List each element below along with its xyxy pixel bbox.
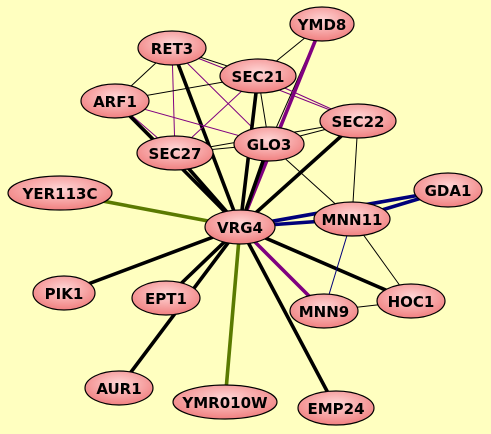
node-shape (204, 209, 276, 245)
node-label: MNN9 (299, 303, 349, 321)
node-label: PIK1 (45, 285, 84, 303)
node-shape (376, 283, 446, 319)
node-label: SEC21 (232, 68, 285, 86)
node-sec21[interactable]: SEC21 (219, 58, 297, 94)
node-shape (137, 30, 207, 66)
node-glo3[interactable]: GLO3 (233, 126, 305, 162)
node-shape (131, 280, 201, 316)
node-shape (297, 390, 375, 426)
node-emp24[interactable]: EMP24 (297, 390, 375, 426)
node-shape (413, 172, 483, 208)
edge-sec22-vrg4 (238, 119, 360, 229)
node-shape (289, 293, 359, 329)
node-shape (136, 135, 214, 171)
node-arf1[interactable]: ARF1 (80, 83, 150, 119)
node-label: YMR010W (181, 394, 268, 412)
node-label: RET3 (151, 40, 193, 58)
edge-vrg4-emp24 (238, 225, 338, 410)
node-hoc1[interactable]: HOC1 (376, 283, 446, 319)
node-shape (32, 275, 96, 311)
node-mnn11[interactable]: MNN11 (313, 201, 391, 237)
node-label: YMD8 (297, 16, 347, 34)
node-shape (7, 175, 113, 211)
node-ept1[interactable]: EPT1 (131, 280, 201, 316)
node-shape (289, 6, 355, 42)
node-mnn9[interactable]: MNN9 (289, 293, 359, 329)
node-shape (319, 103, 397, 139)
node-label: VRG4 (217, 219, 263, 237)
node-gda1[interactable]: GDA1 (413, 172, 483, 208)
node-ymr010w[interactable]: YMR010W (172, 384, 278, 420)
node-label: SEC27 (149, 145, 202, 163)
node-shape (313, 201, 391, 237)
edge-ret3-vrg4 (170, 46, 242, 229)
node-label: EPT1 (145, 290, 187, 308)
edge-vrg4-hoc1 (238, 225, 413, 303)
node-shape (219, 58, 297, 94)
node-label: SEC22 (332, 113, 385, 131)
node-label: GDA1 (425, 182, 472, 200)
node-label: GLO3 (247, 136, 292, 154)
node-label: YER113C (22, 185, 98, 203)
node-shape (80, 83, 150, 119)
node-label: MNN11 (322, 211, 383, 229)
node-label: EMP24 (307, 400, 364, 418)
edge-vrg4-ymr010w (223, 225, 242, 404)
node-shape (84, 370, 154, 406)
node-sec22[interactable]: SEC22 (319, 103, 397, 139)
node-vrg4[interactable]: VRG4 (204, 209, 276, 245)
edge-vrg4-pik1 (62, 225, 242, 295)
node-shape (172, 384, 278, 420)
node-label: AUR1 (96, 380, 141, 398)
node-ymd8[interactable]: YMD8 (289, 6, 355, 42)
node-pik1[interactable]: PIK1 (32, 275, 96, 311)
node-yer113c[interactable]: YER113C (7, 175, 113, 211)
node-aur1[interactable]: AUR1 (84, 370, 154, 406)
node-label: HOC1 (388, 293, 435, 311)
node-ret3[interactable]: RET3 (137, 30, 207, 66)
node-sec27[interactable]: SEC27 (136, 135, 214, 171)
node-label: ARF1 (93, 93, 137, 111)
node-shape (233, 126, 305, 162)
